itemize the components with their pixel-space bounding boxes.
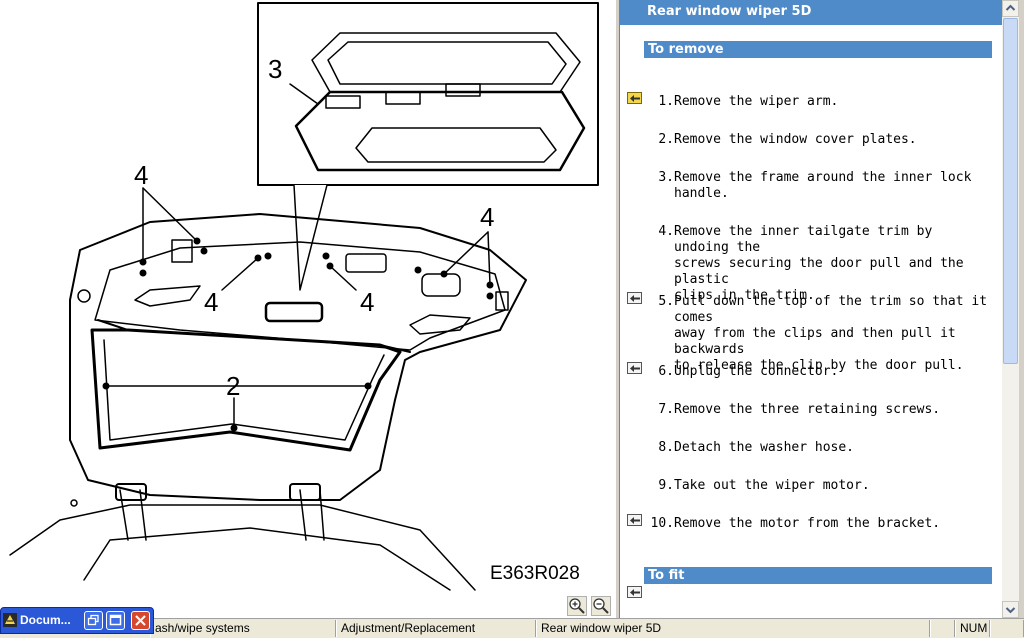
callout-4-center-label: 4 — [360, 287, 375, 317]
document-title: Rear window wiper 5D — [647, 4, 812, 19]
callout-4-right-label: 4 — [480, 202, 495, 232]
step-5-number: 5. — [658, 294, 674, 309]
step-9-number: 9. — [658, 478, 674, 493]
callout-2-label: 2 — [226, 371, 241, 401]
restore-icon — [87, 614, 99, 626]
step-9-text: Take out the wiper motor. — [674, 478, 870, 493]
close-icon — [135, 615, 146, 626]
step-10-link-icon[interactable] — [627, 514, 642, 526]
step-8-text: Detach the washer hose. — [674, 440, 855, 455]
status-empty-cell-2 — [990, 620, 1024, 637]
vertical-scrollbar[interactable] — [1002, 0, 1019, 618]
scroll-up-button[interactable] — [1002, 0, 1019, 17]
zoom-out-icon — [593, 598, 609, 614]
document-pane: Rear window wiper 5D To remove 1. Remove… — [620, 0, 1002, 618]
pane-splitter[interactable] — [615, 0, 620, 618]
step-8-number: 8. — [658, 440, 674, 455]
scroll-down-button[interactable] — [1002, 601, 1019, 618]
diagram-pane: 3 4 4 4 4 2 E363R028 — [9, 2, 611, 616]
step-4-text: Remove the inner tailgate trim by undoin… — [674, 224, 964, 303]
zoom-out-button[interactable] — [591, 596, 611, 616]
section-to-remove-label: To remove — [648, 42, 724, 57]
step-2-text: Remove the window cover plates. — [674, 132, 917, 147]
step-3-number: 3. — [658, 170, 674, 185]
section-to-fit: To fit — [644, 567, 992, 584]
status-empty-cell — [930, 620, 955, 637]
close-button[interactable] — [131, 611, 150, 630]
restore-button[interactable] — [84, 611, 103, 630]
status-document: Rear window wiper 5D — [536, 620, 930, 637]
scroll-up-arrow-icon — [1005, 4, 1016, 11]
status-operation: Adjustment/Replacement — [336, 620, 536, 637]
step-6-link-icon[interactable] — [627, 362, 642, 374]
callout-4-middle-label: 4 — [204, 287, 219, 317]
section-to-remove: To remove — [644, 41, 992, 58]
step-1-link-icon[interactable] — [627, 92, 642, 104]
minimized-window-title: Docum... — [20, 613, 71, 627]
tailgate-diagram — [9, 2, 599, 591]
document-app-icon — [3, 613, 17, 627]
step-5-link-icon[interactable] — [627, 292, 642, 304]
document-title-bar: Rear window wiper 5D — [620, 0, 1002, 25]
window-right-edge — [1019, 0, 1024, 618]
scroll-down-arrow-icon — [1005, 607, 1016, 614]
step-2-number: 2. — [658, 132, 674, 147]
maximize-button[interactable] — [106, 611, 125, 630]
callout-3-label: 3 — [268, 54, 283, 84]
step-7-number: 7. — [658, 402, 674, 417]
zoom-in-button[interactable] — [567, 596, 587, 616]
status-category: ash/wipe systems — [150, 620, 336, 637]
step-10-number: 10. — [650, 516, 674, 531]
scroll-thumb[interactable] — [1003, 18, 1018, 364]
step-7-text: Remove the three retaining screws. — [674, 402, 941, 417]
status-bar: ash/wipe systems Adjustment/Replacement … — [0, 618, 1024, 638]
step-6-number: 6. — [658, 364, 674, 379]
step-6-text: Unplug the connector. — [674, 364, 839, 379]
section-to-fit-label: To fit — [648, 568, 685, 583]
status-num-lock: NUM — [955, 620, 990, 637]
to-fit-link-icon[interactable] — [627, 586, 642, 598]
step-3-text: Remove the frame around the inner lock h… — [674, 170, 972, 201]
figure-code: E363R028 — [490, 563, 580, 584]
step-4-number: 4. — [658, 224, 674, 239]
minimized-document-window[interactable]: Docum... — [0, 607, 154, 634]
zoom-in-icon — [569, 598, 585, 614]
step-5-text: Pull down the top of the trim so that it… — [674, 294, 988, 373]
maximize-icon — [109, 614, 122, 626]
step-1-text: Remove the wiper arm. — [674, 94, 839, 109]
callout-4-top-left-label: 4 — [134, 160, 149, 190]
step-1-number: 1. — [658, 94, 674, 109]
step-10-text: Remove the motor from the bracket. — [674, 516, 941, 531]
